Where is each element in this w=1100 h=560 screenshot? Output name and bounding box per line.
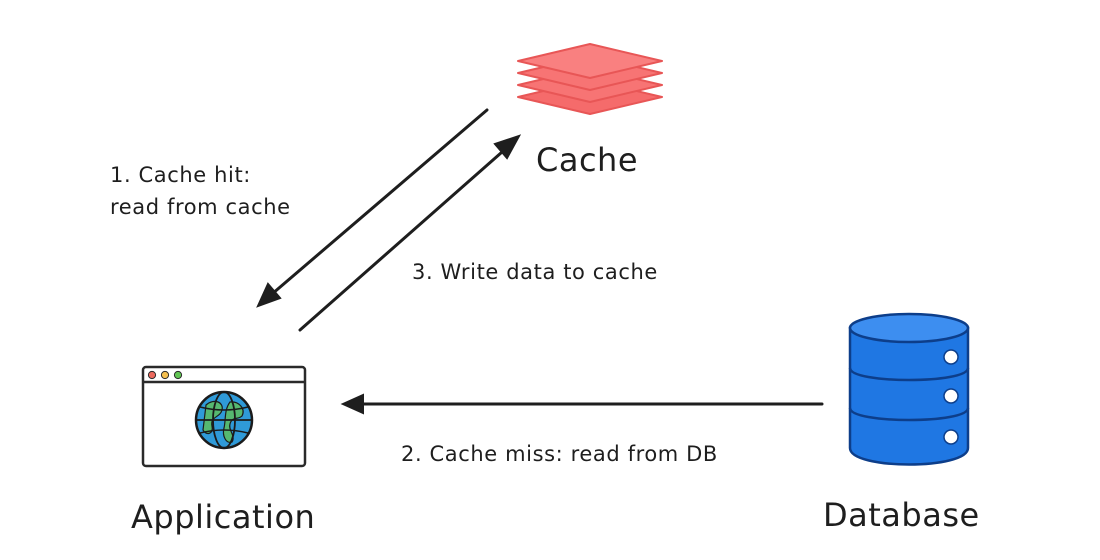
arrow-database-to-application xyxy=(340,393,824,415)
database-icon xyxy=(848,312,970,466)
cache-miss-label: 2. Cache miss: read from DB xyxy=(401,442,718,466)
arrow-cache-to-application xyxy=(256,108,489,308)
cache-label: Cache xyxy=(536,141,639,179)
cache-hit-label-line2: read from cache xyxy=(110,195,291,219)
cache-hit-label-line1: 1. Cache hit: xyxy=(110,163,251,187)
globe-icon xyxy=(194,390,254,450)
database-label: Database xyxy=(823,496,980,534)
arrow-application-to-cache xyxy=(298,134,522,332)
application-label: Application xyxy=(131,498,316,536)
cache-icon xyxy=(517,43,663,115)
write-cache-label: 3. Write data to cache xyxy=(412,260,658,284)
